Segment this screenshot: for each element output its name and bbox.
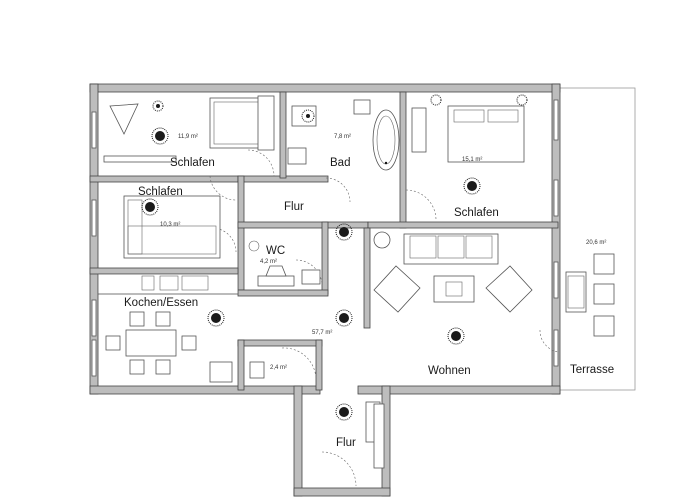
- room-name-wc: WC: [266, 245, 285, 257]
- doors: [209, 149, 559, 487]
- room-name-bad: Bad: [330, 157, 350, 169]
- room-name-schlafen-nw: Schlafen: [170, 157, 215, 169]
- living-furniture: [373, 231, 533, 313]
- lamp-icon: [335, 309, 353, 327]
- kitchen-dining-furniture: [97, 273, 239, 383]
- area-abstell: 2,4 m²: [270, 365, 287, 371]
- room-name-wohnen: Wohnen: [428, 365, 471, 377]
- area-schlafen-w: 10,3 m²: [160, 222, 180, 228]
- outer-walls: [89, 83, 561, 497]
- area-flur: 57,7 m²: [312, 330, 332, 336]
- bedroom-ne-furniture: [411, 94, 528, 163]
- lamp-icon: [151, 127, 169, 145]
- lamp-icon: [463, 177, 481, 195]
- room-name-flur-top: Flur: [284, 201, 304, 213]
- room-labels: 11,9 m² Schlafen 7,8 m² Bad 15,1 m² Schl…: [124, 134, 614, 449]
- area-terrasse: 20,6 m²: [586, 240, 606, 246]
- storage-furniture: [249, 361, 265, 379]
- terrace: [554, 87, 636, 391]
- interior-walls: [89, 91, 559, 391]
- area-bad: 7,8 m²: [334, 134, 351, 140]
- area-schlafen-ne: 15,1 m²: [462, 157, 482, 163]
- lamp-icon: [207, 309, 225, 327]
- bathroom-furniture: [287, 99, 400, 171]
- room-name-schlafen-ne: Schlafen: [454, 207, 499, 219]
- bedroom-w-furniture: [123, 195, 221, 259]
- room-name-kochen-essen: Kochen/Essen: [124, 297, 198, 309]
- terrace-furniture: [565, 253, 615, 337]
- lamp-icon: [335, 223, 353, 241]
- room-name-flur-bottom: Flur: [336, 437, 356, 449]
- windows: [91, 99, 559, 377]
- area-wc: 4,2 m²: [260, 259, 277, 265]
- lamp-icon: [301, 109, 315, 123]
- wc-furniture: [248, 240, 321, 287]
- room-name-terrasse: Terrasse: [570, 364, 614, 376]
- lamp-icon: [141, 198, 159, 216]
- lamp-icon: [447, 327, 465, 345]
- bedroom-nw-furniture: [103, 95, 275, 163]
- lamp-icon: [152, 100, 164, 112]
- lamp-icon: [335, 403, 353, 421]
- hallway-furniture: [365, 401, 385, 469]
- room-name-schlafen-w: Schlafen: [138, 186, 183, 198]
- area-schlafen-nw: 11,9 m²: [178, 134, 198, 140]
- ceiling-lamps: [141, 100, 481, 421]
